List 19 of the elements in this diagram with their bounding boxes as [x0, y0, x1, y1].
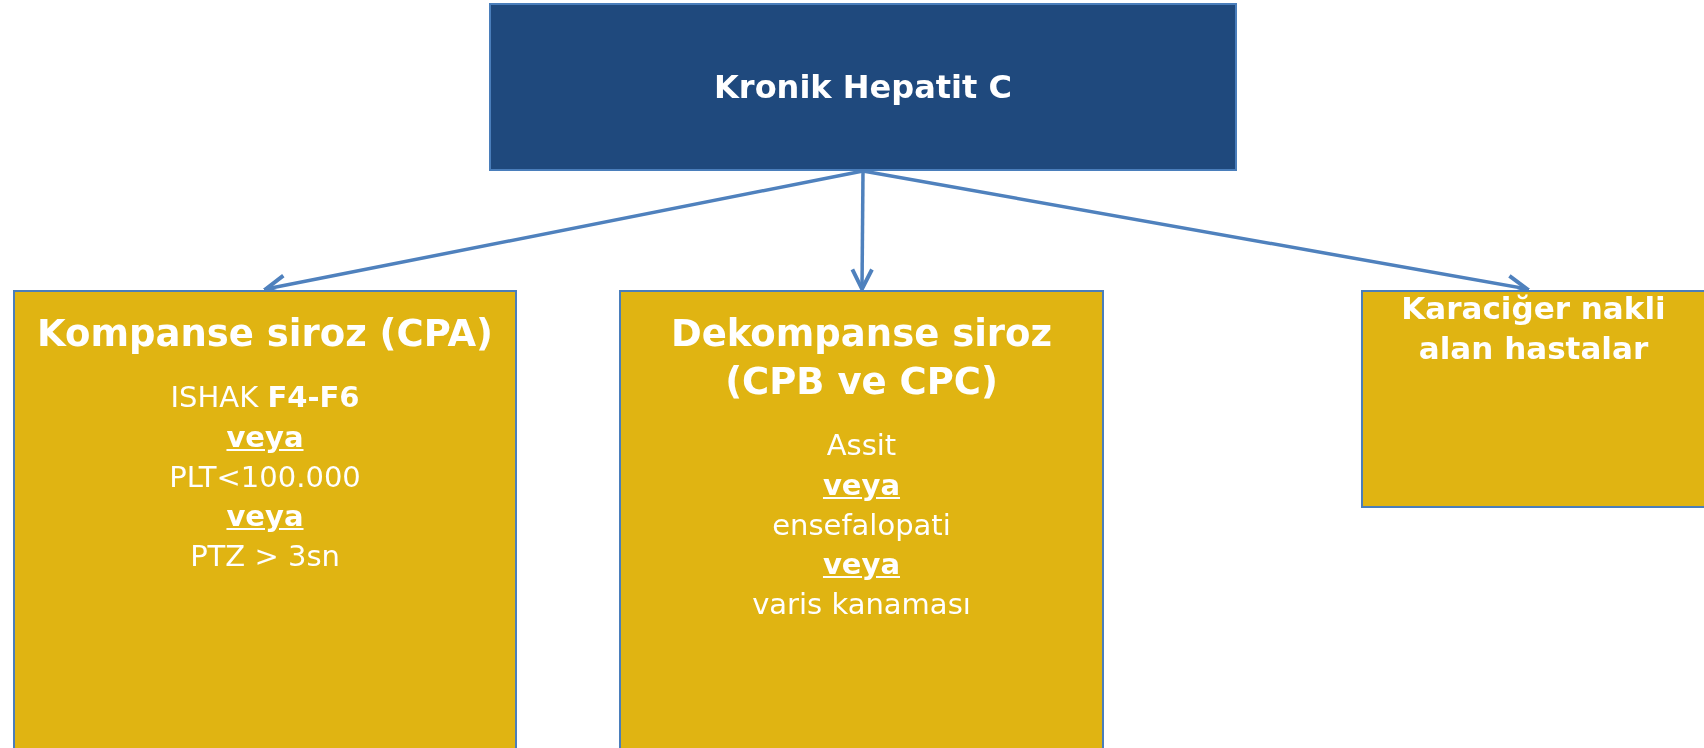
- connector-word: veya: [226, 498, 304, 536]
- category-box: [619, 290, 1104, 748]
- criterion-text: PTZ > 3sn: [190, 537, 340, 575]
- criterion-text: ISHAK F4-F6: [170, 379, 360, 417]
- root-box: [489, 3, 1237, 171]
- criterion-text: Assit: [826, 427, 897, 465]
- box-heading: Kompanse siroz (CPA): [37, 311, 493, 357]
- box-heading: Karaciğer nakli alan hastalar: [1400, 289, 1667, 369]
- category-box: [13, 290, 517, 748]
- connector-word: veya: [226, 418, 304, 456]
- criterion-text: PLT<100.000: [169, 458, 361, 496]
- connector-word: veya: [822, 546, 900, 584]
- criterion-text: varis kanaması: [752, 586, 971, 624]
- box-heading: Dekompanse siroz (CPB ve CPC): [669, 311, 1054, 406]
- category-box: [1361, 290, 1704, 508]
- criterion-text: ensefalopati: [772, 506, 951, 544]
- box-heading: Kronik Hepatit C: [714, 68, 1012, 106]
- connector-word: veya: [822, 466, 900, 504]
- arrow: [850, 171, 874, 291]
